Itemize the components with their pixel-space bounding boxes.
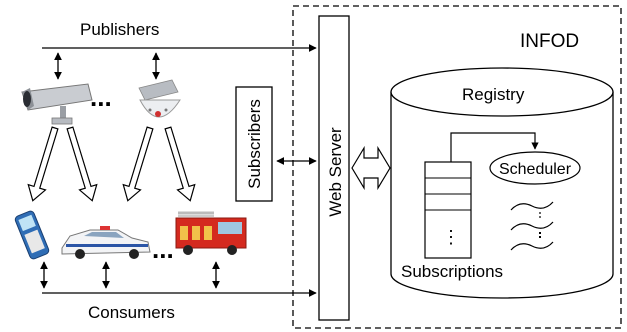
subscriptions-scheduler-link	[450, 132, 539, 162]
flow-arrow-2	[66, 126, 98, 202]
scheduler-node	[489, 151, 581, 185]
flow-arrow-3	[122, 126, 154, 202]
web-server-label: Web Server	[326, 127, 345, 217]
subscriptions-label: Subscriptions	[401, 262, 503, 281]
webserver-registry-link	[351, 145, 391, 191]
subscriptions-table	[424, 161, 472, 259]
scheduler-label: Scheduler	[499, 161, 572, 178]
flow-arrow-1	[27, 126, 59, 202]
web-server-box	[318, 15, 350, 321]
security-camera-icon	[21, 83, 93, 125]
consumers-label: Consumers	[88, 303, 175, 322]
publishers-label: Publishers	[80, 20, 159, 39]
consumers-ellipsis: ...	[152, 234, 174, 264]
subscribers-box	[235, 86, 273, 202]
fire-truck-icon	[175, 211, 247, 255]
publishers-ellipsis: ...	[90, 82, 112, 112]
subscribers-label: Subscribers	[245, 99, 264, 189]
infod-label: INFOD	[520, 31, 579, 52]
registry-label: Registry	[462, 85, 525, 104]
mobile-phone-icon	[14, 210, 50, 260]
subscriptions-ellipsis: ⋮	[442, 227, 460, 247]
police-car-icon	[61, 226, 151, 259]
smoke-detector-icon	[138, 79, 181, 118]
flow-arrow-4	[164, 126, 196, 202]
infod-boundary	[292, 5, 622, 329]
scheduler-threads	[510, 201, 554, 251]
